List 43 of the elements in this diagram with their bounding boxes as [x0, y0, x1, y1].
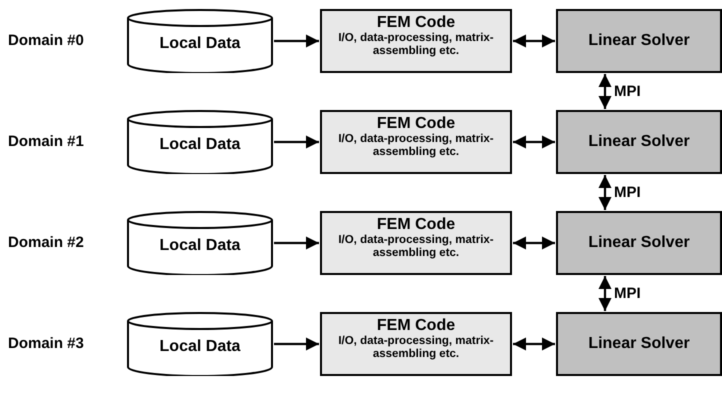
- box-description: I/O, data-processing, matrix-assembling etc.: [337, 133, 495, 159]
- box-title: Linear Solver: [588, 133, 690, 151]
- domain-label: Domain #1: [8, 133, 84, 150]
- storage-label: Local Data: [158, 338, 242, 356]
- solver-box: [556, 211, 722, 275]
- arrow: [598, 175, 612, 210]
- storage-label: Local Data: [158, 136, 242, 154]
- box-description: I/O, data-processing, matrix-assembling etc.: [337, 32, 495, 58]
- box-description: I/O, data-processing, matrix-assembling etc.: [337, 234, 495, 260]
- solver-box: [556, 110, 722, 174]
- box-title: Linear Solver: [588, 335, 690, 353]
- domain-label: Domain #3: [8, 335, 84, 352]
- solver-box: [556, 9, 722, 73]
- arrow: [513, 135, 555, 149]
- box-title: FEM Code: [376, 317, 456, 335]
- box-title: Linear Solver: [588, 32, 690, 50]
- domain-label: Domain #0: [8, 32, 84, 49]
- arrow: [274, 337, 319, 351]
- storage-label: Local Data: [158, 35, 242, 53]
- box-description: I/O, data-processing, matrix-assembling etc.: [337, 335, 495, 361]
- database-cylinder: [127, 312, 273, 376]
- arrow: [274, 236, 319, 250]
- arrow: [274, 34, 319, 48]
- arrow: [598, 74, 612, 109]
- domain-label: Domain #2: [8, 234, 84, 251]
- storage-label: Local Data: [158, 237, 242, 255]
- box-title: FEM Code: [376, 115, 456, 133]
- database-cylinder: [127, 9, 273, 73]
- process-box: [320, 9, 512, 73]
- box-title: FEM Code: [376, 14, 456, 32]
- arrow: [513, 337, 555, 351]
- process-box: [320, 211, 512, 275]
- box-title: FEM Code: [376, 216, 456, 234]
- process-box: [320, 312, 512, 376]
- arrow: [513, 34, 555, 48]
- arrow: [513, 236, 555, 250]
- box-title: Linear Solver: [588, 234, 690, 252]
- database-cylinder: [127, 110, 273, 174]
- solver-box: [556, 312, 722, 376]
- arrow: [274, 135, 319, 149]
- arrow: [598, 276, 612, 311]
- process-box: [320, 110, 512, 174]
- database-cylinder: [127, 211, 273, 275]
